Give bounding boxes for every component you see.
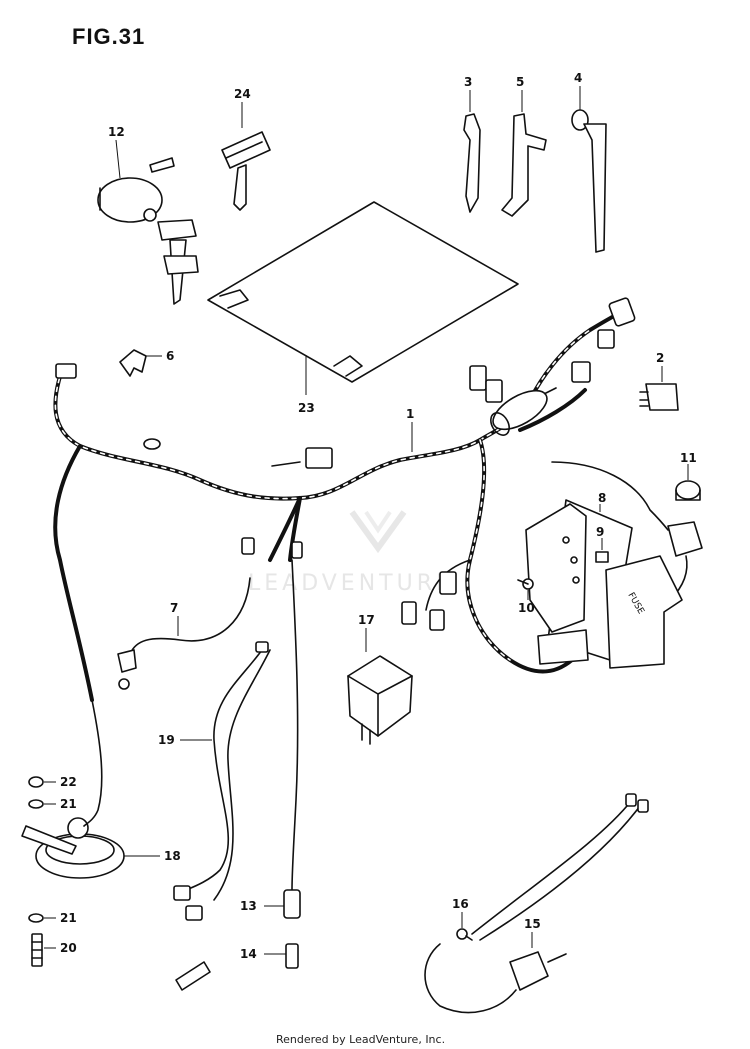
callout-23: 23 [298,401,315,415]
callout-11: 11 [680,451,697,465]
callout-6: 6 [166,349,174,363]
turn-signal-relay[interactable] [347,655,413,745]
horn[interactable] [21,699,125,879]
speed-sensor-cable[interactable] [424,793,649,1014]
callout-13: 13 [240,899,257,913]
instruction-sheet [207,201,519,383]
ignition-switch[interactable] [97,157,199,305]
callout-19: 19 [158,733,175,747]
washer-21-top[interactable] [28,799,44,809]
callout-22: 22 [60,775,77,789]
washer-21-bottom[interactable] [28,913,44,923]
callout-1: 1 [406,407,414,421]
main-wiring-harness[interactable] [53,297,636,702]
callout-4: 4 [574,71,582,85]
bolt-20[interactable] [31,933,43,967]
screw-10[interactable] [517,578,534,590]
callout-2: 2 [656,351,664,365]
wire-7[interactable] [117,577,251,690]
bolt-16[interactable] [456,928,473,941]
callout-16: 16 [452,897,469,911]
callout-10: 10 [518,601,535,615]
callout-7: 7 [170,601,178,615]
clamp-3[interactable] [463,113,481,213]
callout-5: 5 [516,75,524,89]
fuse[interactable] [595,551,609,563]
callout-21-top: 21 [60,797,77,811]
watermark-text: LEADVENTURE [248,571,454,596]
cable-tie[interactable] [571,109,607,253]
clamp-5[interactable] [501,113,547,217]
callout-12: 12 [108,125,125,139]
figure-title: FIG.31 [72,24,145,49]
nut-22[interactable] [28,776,44,788]
key-blank[interactable] [221,131,271,211]
callout-3: 3 [464,75,472,89]
callout-8: 8 [598,491,606,505]
callout-14: 14 [240,947,257,961]
watermark-logo [349,510,407,554]
footer-credit: Rendered by LeadVenture, Inc. [276,1033,445,1046]
callout-9: 9 [596,525,604,539]
fuse-box[interactable]: FUSE [525,499,683,669]
callout-21-bottom: 21 [60,911,77,925]
relay-connector[interactable] [639,383,679,411]
wire-19[interactable] [173,641,271,921]
callout-24: 24 [234,87,251,101]
neutral-switch[interactable] [551,461,703,601]
sensor-switch[interactable] [283,559,301,919]
cap-14[interactable] [285,943,299,969]
callout-18: 18 [164,849,181,863]
callout-17: 17 [358,613,375,627]
callout-20: 20 [60,941,77,955]
callout-15: 15 [524,917,541,931]
clamp-6[interactable] [119,349,147,377]
direction-arrow-icon [175,961,211,991]
